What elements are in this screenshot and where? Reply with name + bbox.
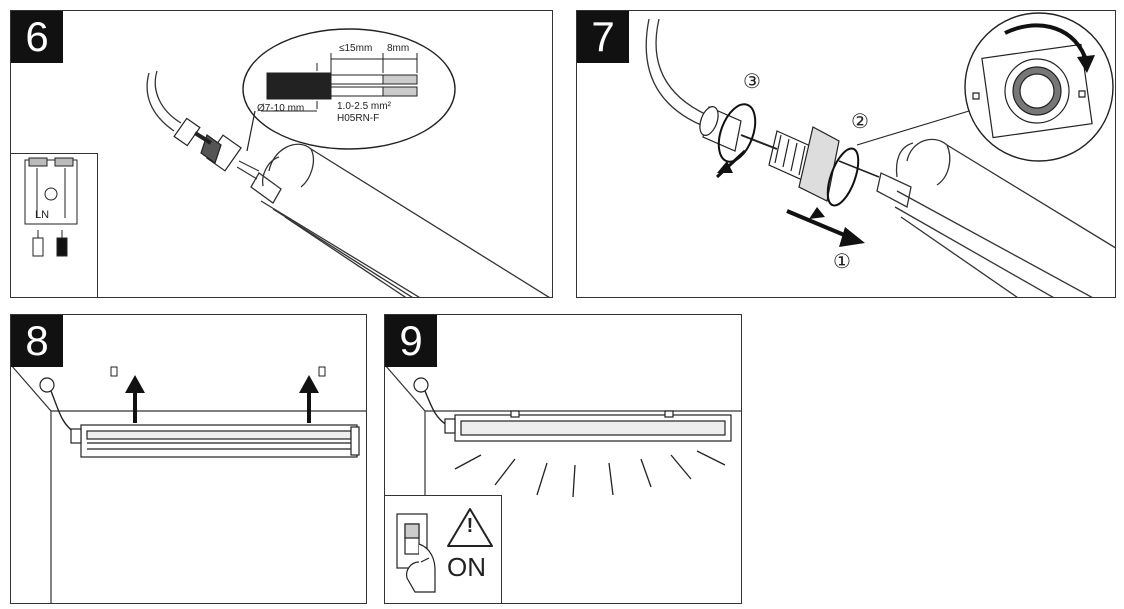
ceiling-mount-illustration	[11, 364, 366, 603]
cable-type-label: H05RN-F	[337, 113, 380, 124]
cable-entry-illustration	[146, 28, 550, 297]
warning-triangle-icon	[447, 508, 493, 547]
callout-1: ①	[833, 249, 851, 273]
callout-3: ③	[743, 69, 761, 93]
strip-length-label: ≤15mm	[339, 43, 373, 54]
gland-mounting-illustration	[645, 12, 1115, 297]
step-number-7: 7	[577, 11, 629, 63]
panel-step-7: 7 ③ ② ①	[576, 10, 1116, 298]
terminal-label: LN	[35, 209, 50, 221]
callout-2: ②	[851, 109, 869, 133]
panel-step-9: 9 ! ON	[384, 314, 742, 604]
diameter-label: Ø7-10 mm	[257, 103, 305, 114]
on-label: ON	[447, 552, 486, 582]
panel-step-6: 6 ≤15mm 8mm Ø7-10 mm 1.0-2.5 mm² H05RN-F…	[10, 10, 553, 298]
step-number-9: 9	[385, 315, 437, 367]
step-number-6: 6	[11, 11, 63, 63]
switch-hand-icon	[396, 513, 436, 593]
step-number-8: 8	[11, 315, 63, 367]
warning-mark: !	[466, 515, 474, 537]
terminal-block-icon	[24, 157, 78, 257]
switch-inset: ! ON	[385, 495, 502, 603]
light-on-illustration	[385, 364, 741, 603]
wire-length-label: 8mm	[387, 43, 410, 54]
cross-section-label: 1.0-2.5 mm²	[337, 101, 391, 112]
terminal-inset: LN	[11, 153, 98, 297]
panel-step-8: 8	[10, 314, 367, 604]
